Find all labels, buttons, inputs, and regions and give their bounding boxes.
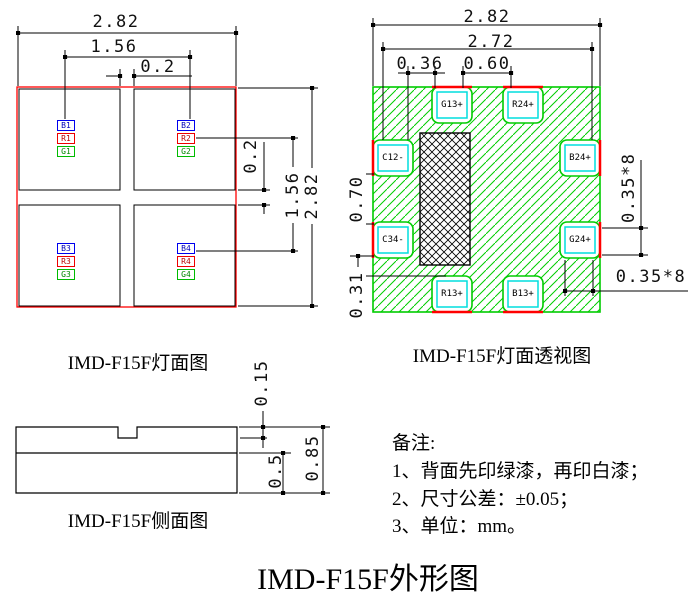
dim-lampface-height-right: 2.82 bbox=[302, 168, 322, 224]
pad-label-c34: C34- bbox=[382, 235, 404, 245]
notes-line-1: 1、背面先印绿漆，再印白漆； bbox=[392, 461, 649, 482]
pad-label-c12: C12- bbox=[382, 153, 404, 163]
pad-window-b13 bbox=[507, 280, 539, 308]
pad-window-r13 bbox=[436, 280, 468, 308]
dim-persp-left-pitch: 0.70 bbox=[347, 171, 367, 227]
pad-label-b24: B24+ bbox=[569, 153, 591, 163]
dim-persp-inner-width: 2.72 bbox=[467, 32, 515, 52]
dim-lampface-gap: 0.2 bbox=[140, 57, 176, 77]
lamp-face-outline bbox=[16, 86, 237, 308]
dim-lampface-pitch-right: 1.56 bbox=[283, 167, 303, 223]
notes-line-2: 2、尺寸公差：±0.05； bbox=[392, 489, 579, 510]
pad-label-r13: R13+ bbox=[441, 289, 463, 299]
quadrant-2 bbox=[133, 88, 236, 191]
chip-label-g2: G2 bbox=[177, 146, 195, 157]
pad-window-c34 bbox=[377, 226, 409, 254]
pad-window-b24 bbox=[564, 144, 596, 172]
pad-edge-red-marks bbox=[371, 85, 602, 314]
dim-side-notch-depth: 0.15 bbox=[252, 355, 272, 411]
caption-side-view: IMD-F15F侧面图 bbox=[67, 511, 209, 532]
dim-persp-pad-offset: 0.36 bbox=[396, 54, 444, 74]
notes-line-3: 3、单位：mm。 bbox=[392, 516, 527, 537]
chip-label-r4: R4 bbox=[177, 256, 195, 267]
pad-windows bbox=[377, 91, 596, 308]
caption-perspective-view: IMD-F15F灯面透视图 bbox=[412, 346, 592, 367]
ic-crosshatch-region bbox=[419, 132, 471, 266]
chip-label-g1: G1 bbox=[57, 146, 75, 157]
pad-label-g24: G24+ bbox=[569, 235, 591, 245]
chip-label-b1: B1 bbox=[57, 120, 75, 131]
drawing-title: IMD-F15F外形图 bbox=[257, 563, 479, 596]
dim-persp-pad-width: 0.35*8 bbox=[615, 267, 687, 287]
pad-window-r24 bbox=[507, 91, 539, 119]
dim-lampface-width: 2.82 bbox=[92, 12, 140, 32]
quadrant-1 bbox=[18, 88, 121, 191]
chip-label-g4: G4 bbox=[177, 269, 195, 280]
pcb-hatched-area bbox=[372, 86, 601, 313]
side-profile bbox=[15, 426, 238, 494]
dim-persp-pad-gap: 0.60 bbox=[463, 54, 511, 74]
package-outline-red bbox=[16, 86, 237, 308]
dim-side-bottom-height: 0.5 bbox=[266, 453, 286, 489]
caption-lamp-face-view: IMD-F15F灯面图 bbox=[67, 353, 209, 374]
quadrant-4 bbox=[133, 204, 236, 307]
pad-label-r24: R24+ bbox=[512, 100, 534, 110]
pad-label-g13: G13+ bbox=[441, 100, 463, 110]
pad-window-g13 bbox=[436, 91, 468, 119]
chip-label-g3: G3 bbox=[57, 269, 75, 280]
chip-label-r1: R1 bbox=[57, 133, 75, 144]
quadrant-3 bbox=[18, 204, 121, 307]
dim-lampface-pitch: 1.56 bbox=[90, 37, 138, 57]
dim-side-total-height: 0.85 bbox=[303, 434, 323, 482]
side-view-outline bbox=[15, 426, 238, 494]
chip-label-b3: B3 bbox=[57, 243, 75, 254]
pad-window-g24 bbox=[564, 226, 596, 254]
chip-label-b4: B4 bbox=[177, 243, 195, 254]
pad-window-c12 bbox=[377, 144, 409, 172]
dimension-ticks bbox=[16, 23, 644, 495]
chip-label-b2: B2 bbox=[177, 120, 195, 131]
perspective-board bbox=[371, 85, 602, 314]
dim-persp-pad-height: 0.35*8 bbox=[619, 152, 639, 223]
dim-persp-width: 2.82 bbox=[463, 7, 511, 27]
dim-lampface-gap-right: 0.2 bbox=[241, 138, 261, 174]
chip-label-r2: R2 bbox=[177, 133, 195, 144]
dim-persp-left-offset: 0.31 bbox=[347, 267, 367, 323]
chip-label-r3: R3 bbox=[57, 256, 75, 267]
notes-heading: 备注: bbox=[392, 433, 436, 454]
pad-label-b13: B13+ bbox=[512, 289, 534, 299]
